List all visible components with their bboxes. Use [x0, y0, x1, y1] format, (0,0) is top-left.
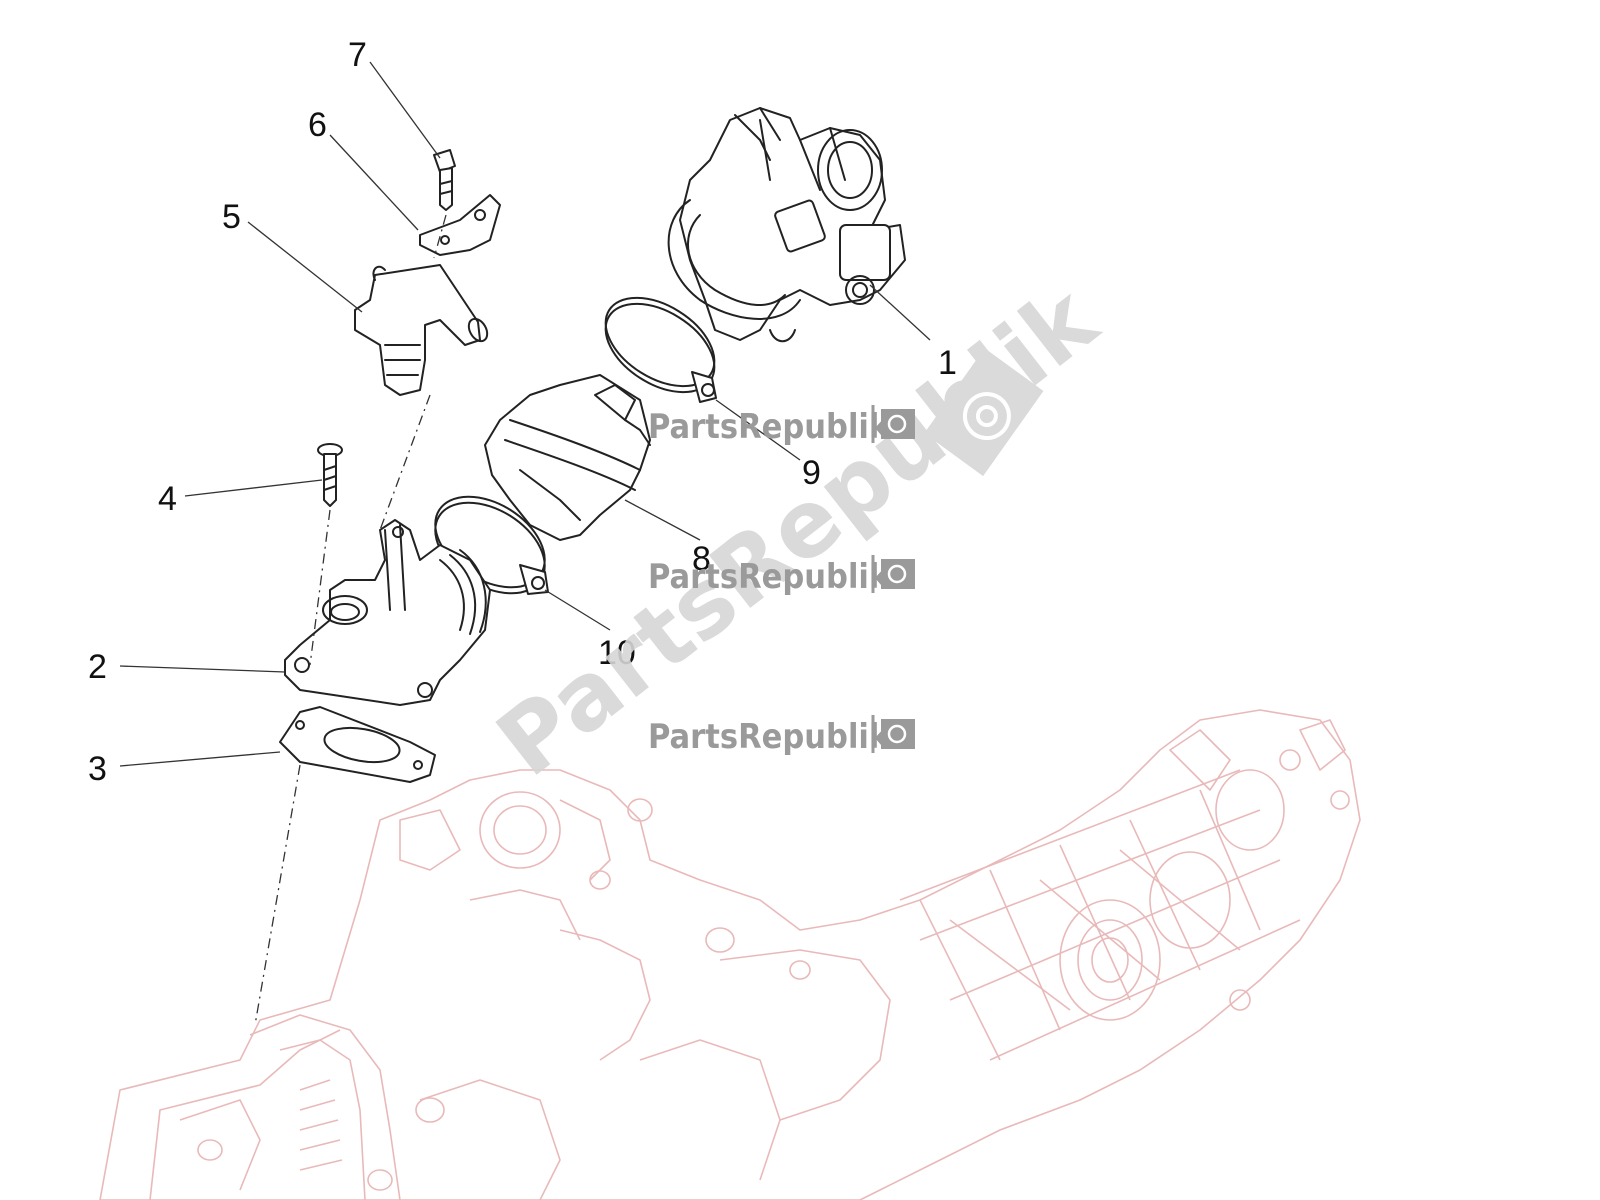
callout-7: 7	[348, 36, 367, 74]
callout-numbers: 1 2 3 4 5 6 7 8 9 10	[88, 36, 957, 788]
callout-10: 10	[598, 634, 636, 672]
watermark-small-3: PartsRepublik	[648, 715, 915, 757]
engine-crankcase-outline	[99, 709, 1361, 1200]
watermark-small-text: PartsRepublik	[648, 717, 890, 757]
callout-2: 2	[88, 648, 107, 686]
intake-manifold	[284, 519, 491, 706]
injector-bracket	[419, 194, 501, 256]
hose-clamp-upper	[604, 296, 717, 403]
callout-8: 8	[692, 540, 711, 578]
watermark-small-text: PartsRepublik	[648, 557, 890, 597]
watermark-gear-icon	[871, 555, 915, 593]
watermark-gear-icon	[871, 715, 915, 753]
throttle-body	[667, 107, 906, 343]
bracket-bolt	[433, 149, 456, 211]
callout-6: 6	[308, 106, 327, 144]
fuel-injector	[354, 264, 489, 396]
callout-5: 5	[222, 198, 241, 236]
callout-3: 3	[88, 750, 107, 788]
callout-1: 1	[938, 344, 957, 382]
watermark-small-text: PartsRepublik	[648, 407, 890, 447]
intake-sleeve	[484, 374, 651, 541]
callout-4: 4	[158, 480, 177, 518]
callout-9: 9	[802, 454, 821, 492]
leader-lines	[119, 61, 931, 767]
watermark-small-2: PartsRepublik	[648, 555, 915, 597]
watermark-small-1: PartsRepublik	[648, 405, 915, 447]
alignment-lines	[254, 214, 447, 1026]
watermark-gear-icon	[871, 405, 915, 443]
gasket	[279, 706, 436, 783]
manifold-screw	[317, 443, 343, 507]
watermark-large-gear-icon	[924, 348, 1044, 477]
